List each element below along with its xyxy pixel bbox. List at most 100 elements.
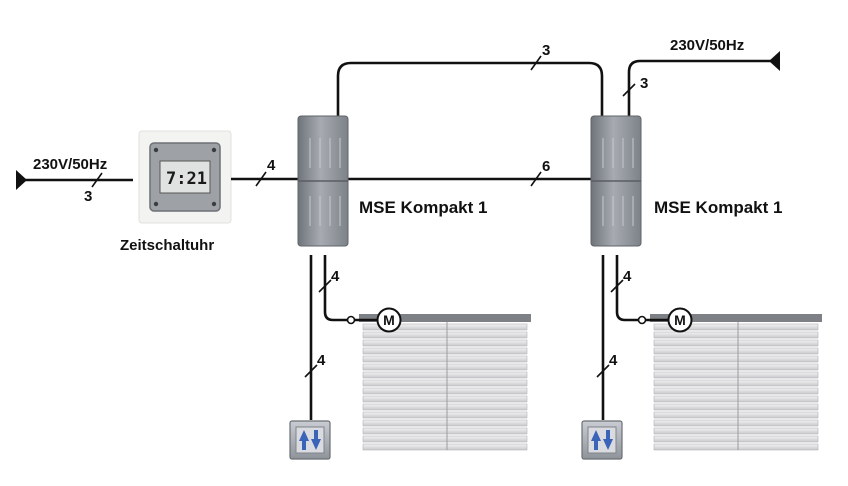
blind-slat <box>362 427 528 435</box>
controllers-top-tick <box>530 55 542 71</box>
controllers-middle-tick <box>530 171 542 187</box>
motor-right-connector-icon <box>637 315 647 325</box>
blind-left <box>359 314 531 451</box>
blind-slat <box>362 323 528 331</box>
right-motor-wire <box>615 255 639 322</box>
supply-left-arrow <box>16 170 27 190</box>
supply-right-voltage: 230V/50Hz <box>670 37 744 54</box>
blind-slat <box>362 363 528 371</box>
motor-left-icon <box>376 307 402 333</box>
blind-slat <box>653 443 819 451</box>
controllers-middle-link: 6 <box>348 158 591 187</box>
supply-right-arrow <box>769 51 780 71</box>
timer-to-controller-link: 4 <box>231 157 298 187</box>
blind-slat <box>362 347 528 355</box>
right-switch-wire-count: 4 <box>609 352 618 369</box>
blind-slat <box>362 339 528 347</box>
blind-right-slats <box>653 323 819 451</box>
timer-to-controller-wire-count: 4 <box>267 157 276 174</box>
left-switch-tick <box>304 364 318 378</box>
timer-screw-icon <box>211 201 217 207</box>
controllers-top-link: 3 <box>336 42 604 116</box>
left-motor-wire <box>323 255 348 322</box>
timer-screw-icon <box>211 147 217 153</box>
timer-to-controller-tick <box>255 171 267 187</box>
right-motor-wire-count: 4 <box>623 268 632 285</box>
blind-slat <box>653 387 819 395</box>
right-motor-tick <box>610 279 624 293</box>
controllers-middle-wire-count: 6 <box>542 158 550 175</box>
arrow-down-stem <box>606 430 610 440</box>
motor-left: M <box>346 307 402 333</box>
blind-slat <box>362 411 528 419</box>
timer-switch: 7:21 Zeitschaltuhr <box>120 130 232 254</box>
arrow-down-icon <box>311 439 321 450</box>
blind-right <box>650 314 822 451</box>
timer-screw-icon <box>153 201 159 207</box>
supply-left-voltage: 230V/50Hz <box>33 156 107 173</box>
blind-slat <box>362 355 528 363</box>
motor-left-connector-icon <box>346 315 356 325</box>
left-switch-wire-count: 4 <box>317 352 326 369</box>
right-switch-link: 4 <box>596 255 618 420</box>
blind-slat <box>362 395 528 403</box>
supply-left-tick <box>91 172 103 188</box>
controllers-top-wire <box>336 61 604 116</box>
arrow-down-icon <box>603 439 613 450</box>
blind-slat <box>653 379 819 387</box>
blind-slat <box>653 331 819 339</box>
blind-left-slats <box>362 323 528 451</box>
blind-slat <box>653 427 819 435</box>
timer-display: 7:21 <box>166 169 207 189</box>
controller-left-label: MSE Kompakt 1 <box>359 198 487 217</box>
blind-slat <box>653 355 819 363</box>
controller-right-label: MSE Kompakt 1 <box>654 198 782 217</box>
blind-slat <box>362 331 528 339</box>
left-motor-tick <box>318 279 332 293</box>
left-motor-wire-count: 4 <box>331 268 340 285</box>
motor-left-symbol: M <box>383 312 395 328</box>
blind-slat <box>362 379 528 387</box>
switch-right[interactable] <box>581 420 623 460</box>
blind-slat <box>653 347 819 355</box>
timer-label: Zeitschaltuhr <box>120 237 214 254</box>
controllers-top-wire-count: 3 <box>542 42 550 59</box>
controller-right: MSE Kompakt 1 <box>590 115 782 247</box>
blind-slat <box>653 395 819 403</box>
blind-slat <box>653 435 819 443</box>
timer-lcd <box>159 160 211 194</box>
supply-left: 230V/50Hz 3 <box>16 156 133 205</box>
arrow-up-stem <box>302 440 306 450</box>
blind-right-headrail <box>650 314 822 322</box>
supply-right-wire <box>627 59 773 116</box>
blind-slat <box>653 419 819 427</box>
arrow-down-stem <box>314 430 318 440</box>
motor-right-icon <box>667 307 693 333</box>
blind-slat <box>653 371 819 379</box>
timer-screw-icon <box>153 147 159 153</box>
supply-left-wire-count: 3 <box>84 188 92 205</box>
blind-slat <box>362 419 528 427</box>
blind-slat <box>362 403 528 411</box>
blind-slat <box>362 435 528 443</box>
blind-slat <box>653 323 819 331</box>
arrow-up-icon <box>591 430 601 441</box>
motor-right: M <box>637 307 693 333</box>
blind-slat <box>653 339 819 347</box>
blind-slat <box>653 411 819 419</box>
supply-right-tick <box>622 83 636 97</box>
right-motor-link: 4 <box>610 255 639 322</box>
right-switch-tick <box>596 364 610 378</box>
arrow-up-icon <box>299 430 309 441</box>
supply-right: 230V/50Hz 3 <box>622 37 780 116</box>
motor-right-symbol: M <box>674 312 686 328</box>
blind-slat <box>362 387 528 395</box>
blind-slat <box>362 371 528 379</box>
blind-slat <box>653 363 819 371</box>
supply-right-wire-count: 3 <box>640 75 648 92</box>
arrow-up-stem <box>594 440 598 450</box>
switch-left[interactable] <box>289 420 331 460</box>
blind-slat <box>653 403 819 411</box>
blind-left-headrail <box>359 314 531 322</box>
